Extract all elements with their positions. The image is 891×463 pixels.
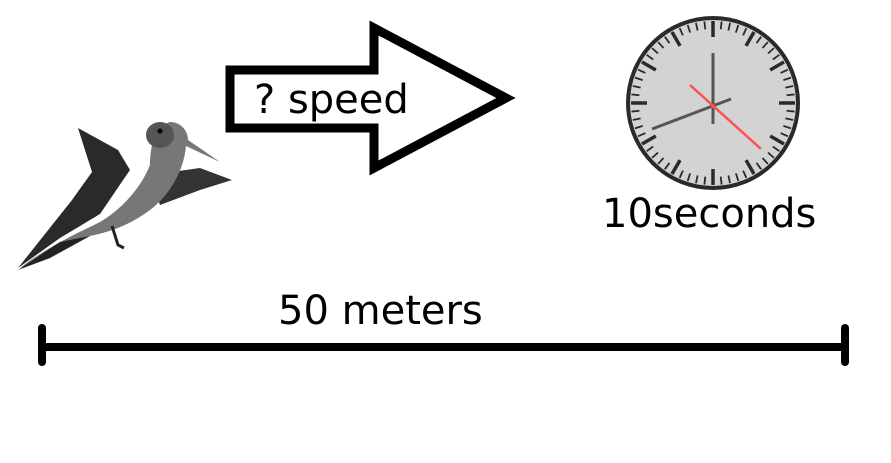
clock-minor-tick <box>695 175 699 184</box>
clock-minor-tick <box>686 173 691 182</box>
clock-minor-tick <box>657 41 665 49</box>
clock-minor-tick <box>686 24 691 33</box>
clock-minor-tick <box>785 85 794 89</box>
clock-minor-tick <box>664 162 671 170</box>
clock-minor-tick <box>783 76 792 81</box>
clock-minor-tick <box>785 117 794 121</box>
clock-major-tick <box>641 134 657 146</box>
clock-minor-tick <box>703 176 707 185</box>
clock-minor-tick <box>651 47 659 55</box>
clock-minor-tick <box>761 41 769 49</box>
clock-minor-tick <box>786 93 795 97</box>
speed-arrow: ? speed <box>225 20 516 176</box>
clock-minor-tick <box>678 170 684 179</box>
clock-minor-tick <box>755 162 762 170</box>
clock-minor-tick <box>780 132 789 138</box>
clock-minor-tick <box>735 24 740 33</box>
clock-minor-tick <box>703 21 707 30</box>
clock-minor-tick <box>727 175 731 184</box>
clock-minor-tick <box>678 27 684 36</box>
clock-minor-tick <box>735 173 740 182</box>
clock-minor-tick <box>742 27 748 36</box>
clock-minor-tick <box>632 85 641 89</box>
clock-minor-tick <box>719 176 723 185</box>
clock-minor-tick <box>772 54 780 61</box>
clock-major-tick <box>769 134 785 146</box>
clock-major-tick <box>670 31 682 47</box>
distance-line <box>38 324 849 366</box>
second-hand <box>689 84 762 150</box>
clock-major-tick <box>641 60 657 72</box>
clock-minor-tick <box>783 125 792 130</box>
clock-major-tick <box>744 31 756 47</box>
distance-label: 50 meters <box>278 288 483 334</box>
clock-major-tick <box>744 159 756 175</box>
clock-minor-tick <box>780 68 789 74</box>
clock-minor-tick <box>664 36 671 44</box>
clock-minor-tick <box>651 151 659 159</box>
clock-major-tick <box>769 60 785 72</box>
clock-minor-tick <box>786 109 795 113</box>
clock-minor-tick <box>767 47 775 55</box>
clock-minor-tick <box>646 145 654 152</box>
clock-minor-tick <box>632 117 641 121</box>
clock-minor-tick <box>631 109 640 113</box>
hour-hand <box>651 97 732 131</box>
clock-minor-tick <box>631 93 640 97</box>
hummingbird-icon <box>18 122 232 270</box>
clock-minor-tick <box>657 157 665 165</box>
clock-minor-tick <box>767 151 775 159</box>
speed-label: ? speed <box>254 77 409 123</box>
clock-minor-tick <box>646 54 654 61</box>
clock-minor-tick <box>727 22 731 31</box>
clock-icon <box>626 16 800 190</box>
clock-minor-tick <box>637 132 646 138</box>
clock-minor-tick <box>755 36 762 44</box>
clock-minor-tick <box>637 68 646 74</box>
time-label: 10seconds <box>602 191 816 237</box>
clock-minor-tick <box>634 76 643 81</box>
clock-minor-tick <box>634 125 643 130</box>
clock-minor-tick <box>695 22 699 31</box>
clock-minor-tick <box>719 21 723 30</box>
clock-minor-tick <box>761 157 769 165</box>
clock-minor-tick <box>742 170 748 179</box>
clock-major-tick <box>670 159 682 175</box>
clock-minor-tick <box>772 145 780 152</box>
